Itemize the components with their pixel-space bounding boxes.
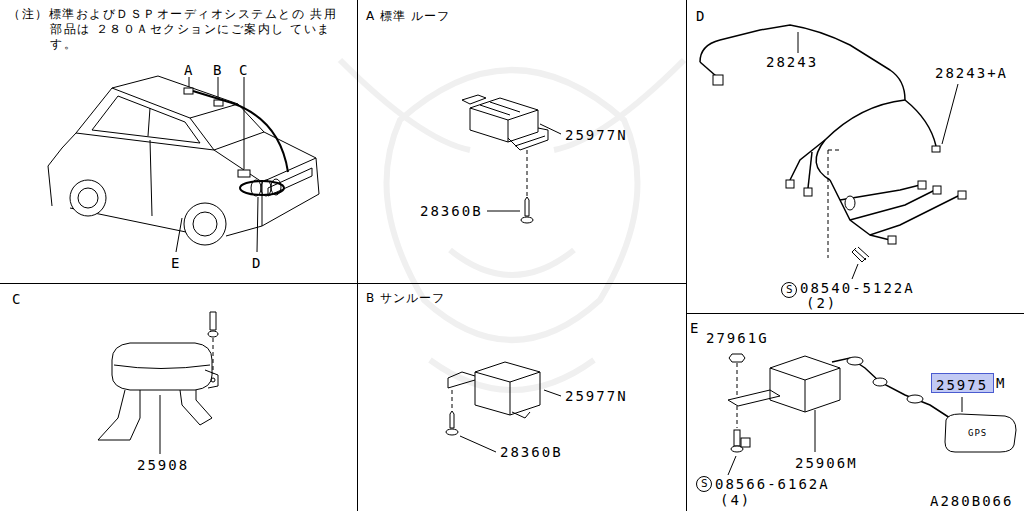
panel-title: B サンルーフ — [366, 291, 445, 305]
part-number: 25977N — [565, 128, 628, 142]
gps-antenna-illustration — [697, 354, 1017, 492]
location-letter: C — [239, 63, 249, 77]
note-text: （注）標準およびＤＳＰオーディオシステムとの 共用部品は ２８０Ａセクションにご… — [8, 7, 348, 52]
quantity: (4) — [720, 493, 751, 507]
part-number: 25975 — [936, 378, 988, 392]
panel-title: C — [12, 292, 22, 306]
part-number: 25977N — [565, 389, 628, 403]
standard-mark: S — [786, 283, 793, 297]
part-number: 25908 — [137, 458, 189, 472]
leader-lines — [782, 32, 959, 298]
standard-mark: S — [701, 477, 708, 491]
car-illustration — [48, 76, 319, 252]
part-number: 08540-5122A — [800, 281, 915, 295]
location-letter: E — [171, 256, 181, 270]
panel-title: D — [696, 9, 706, 23]
panel-title: E — [690, 321, 700, 335]
part-number: 28243 — [766, 55, 818, 69]
part-number: 28360B — [500, 445, 563, 459]
harness-illustration — [700, 25, 966, 244]
figure-code: A280B066 — [930, 494, 1013, 508]
part-number: 28243+A — [935, 66, 1008, 80]
part-number: 27961G — [706, 331, 769, 345]
location-letter: D — [252, 256, 262, 270]
quantity: (2) — [806, 296, 837, 310]
watermark — [340, 60, 684, 390]
antenna-marking: GPS — [968, 428, 987, 438]
highlight-box: 25975 — [931, 373, 994, 393]
location-letter: B — [213, 63, 223, 77]
part-number: 28360B — [420, 204, 483, 218]
part-number: 25906M — [795, 456, 858, 470]
unit-illustration — [98, 312, 218, 454]
module-illustration — [446, 362, 561, 452]
part-suffix: M — [996, 376, 1006, 390]
location-letter: A — [184, 63, 194, 77]
panel-title: A 標準 ルーフ — [366, 9, 450, 23]
part-number: 08566-6162A — [715, 477, 830, 491]
